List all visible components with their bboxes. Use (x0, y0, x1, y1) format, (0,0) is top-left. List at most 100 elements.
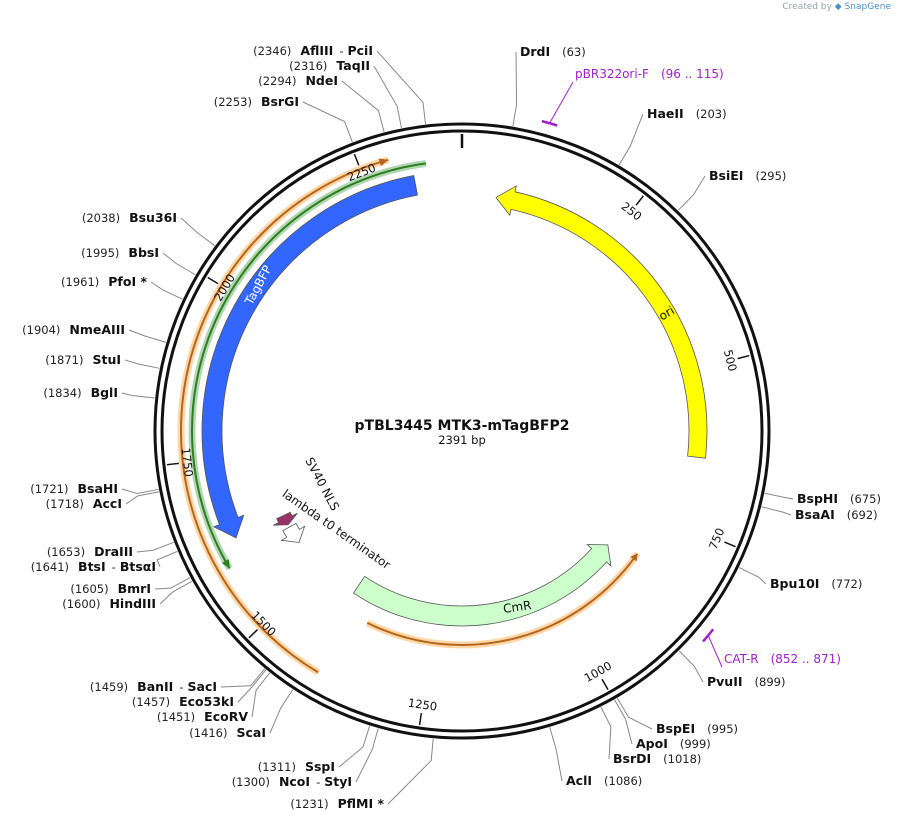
site-name: BbsI (128, 245, 159, 260)
site-leader (269, 689, 294, 734)
site-pos: (772) (831, 577, 862, 591)
site-separator: - (339, 44, 343, 58)
site-label: BsrDI(1018) (613, 751, 701, 766)
site-label: (1653)DraIII (47, 544, 133, 559)
site-pflmi: (1231)PflMI * (290, 738, 434, 811)
site-label: (1600) HindIII (62, 596, 156, 611)
site-leader (156, 550, 178, 568)
site-name: BanII (137, 679, 173, 694)
site-pos: (2038) (82, 211, 120, 225)
site-bsahi: (1721) BsaHI (30, 481, 159, 496)
primer-mark (702, 628, 715, 643)
site-btsi: (1641)BtsI-BtsαI (31, 550, 178, 574)
site-leader (341, 80, 385, 133)
site-acli: AclI(1086) (549, 727, 642, 788)
site-leader (678, 650, 704, 683)
backbone-outer (153, 122, 771, 740)
site-label: (1995) BbsI (81, 245, 159, 260)
orf-arrowhead (630, 553, 638, 562)
site-name: DrdI (520, 44, 550, 59)
site-pos: (1416) (189, 726, 227, 740)
snapgene-icon: ◆ (834, 2, 842, 12)
feature-tagbfp (201, 175, 418, 539)
site-name: BsaHI (77, 481, 118, 496)
backbone (153, 122, 771, 740)
site-name: ScaI (237, 725, 267, 740)
site-label: Bpu10I(772) (770, 576, 862, 591)
site-name: StuI (92, 352, 121, 367)
feature-ori (495, 185, 708, 459)
primer-label-cat-r: CAT-R(852 .. 871) (724, 652, 841, 666)
site-pos: (1600) (62, 597, 100, 611)
site-leader (387, 738, 434, 805)
backbone-inner (160, 129, 764, 733)
site-name2: SacI (188, 679, 218, 694)
site-name: PvuII (707, 674, 743, 689)
site-leader (128, 329, 167, 343)
site-separator: - (179, 680, 183, 694)
primer-name: pBR322ori-F (575, 67, 649, 81)
site-drdi: DrdI (63) (512, 44, 586, 127)
site-pvuii: PvuII(899) (678, 650, 785, 689)
site-name: BsaAI (795, 507, 835, 522)
site-label: HaeII (203) (647, 106, 727, 121)
site-leader (302, 101, 353, 143)
site-name: BsrGI (261, 94, 299, 109)
site-label: (2038) Bsu36I (82, 210, 177, 225)
site-name: EcoRV (204, 709, 248, 724)
scale-tick (418, 712, 423, 726)
site-pos: (1721) (30, 482, 68, 496)
site-pos: (2253) (214, 95, 252, 109)
feature-label-ori: ori (656, 303, 677, 323)
site-name: TaqII (336, 58, 370, 73)
primer-mark (541, 119, 558, 127)
site-haeii: HaeII (203) (618, 106, 727, 166)
site-name: BspEI (656, 721, 695, 736)
site-bbsi: (1995) BbsI (81, 245, 196, 276)
site-name: AflIII (300, 43, 333, 58)
scale-tick (635, 195, 644, 206)
primer-name: CAT-R (724, 652, 759, 666)
site-label: (2294)NdeI (258, 73, 338, 88)
site-label: (1451) EcoRV (157, 709, 248, 724)
site-leader (600, 706, 612, 760)
site-label: (1904)NmeAIII (22, 322, 125, 337)
feature-sv40-nls (273, 511, 298, 526)
site-separator: - (316, 775, 320, 789)
site-leader (124, 359, 160, 369)
site-label: (2253) BsrGI (214, 94, 299, 109)
feature-label-cmr: CmR (502, 598, 532, 616)
site-pfoi: (1961)PfoI * (61, 274, 183, 300)
site-draiii: (1653)DraIII (47, 541, 174, 559)
site-leader (159, 580, 193, 605)
site-pos: (1904) (22, 323, 60, 337)
site-label: (1961)PfoI * (61, 274, 147, 289)
credit-brand: SnapGene (844, 2, 891, 12)
site-eco53ki: (1457)Eco53kI (132, 669, 267, 709)
site-name: PflMI * (338, 796, 385, 811)
plasmid-name: pTBL3445 MTK3-mTagBFP2 (355, 418, 570, 434)
site-pos: (203) (696, 107, 727, 121)
scale-tick (166, 462, 179, 466)
orf-arc (191, 162, 427, 569)
site-acci: (1718)AccI (46, 491, 160, 511)
site-pos: (1457) (132, 695, 170, 709)
site-name: HaeII (647, 106, 684, 121)
site-pos: (1834) (43, 386, 81, 400)
site-name: NdeI (305, 73, 338, 88)
credit: Created by ◆ SnapGene (782, 2, 891, 12)
site-pos: (63) (562, 45, 586, 59)
site-name: ApoI (636, 736, 668, 751)
site-pos: (1995) (81, 246, 119, 260)
scale-tick-label: 1750 (179, 447, 196, 478)
site-pos: (1459) (90, 680, 128, 694)
site-pos: (2316) (289, 59, 327, 73)
site-name: Bsu36I (129, 210, 177, 225)
site-pos: (1451) (157, 710, 195, 724)
site-pos: (295) (755, 169, 786, 183)
orf-layer (177, 156, 641, 676)
plasmid-length: 2391 bp (438, 433, 486, 447)
scale-tick-label: 250 (619, 199, 645, 223)
site-label: (1721) BsaHI (30, 481, 118, 496)
site-name: HindIII (109, 596, 156, 611)
